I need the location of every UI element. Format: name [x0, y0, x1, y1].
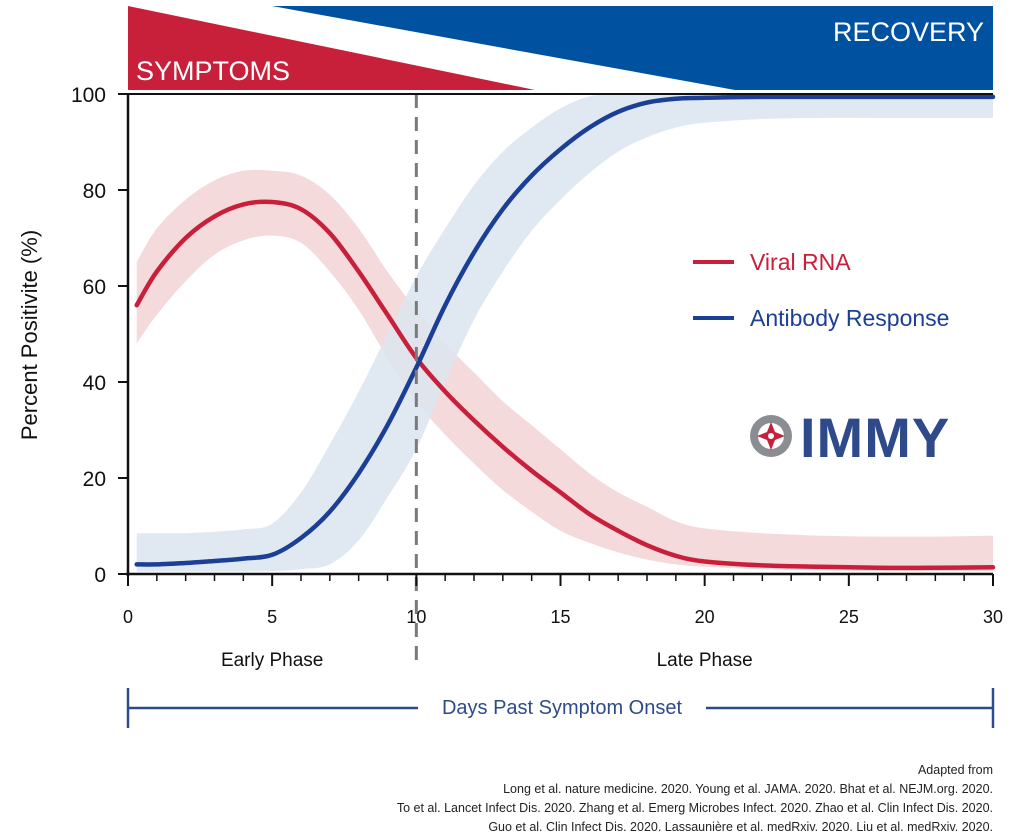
- axes: 0 20 40 60 80 100 0 5 10 15 20 25 30: [71, 84, 1003, 668]
- y-tick-label: 100: [71, 84, 106, 107]
- x-tick-label: 25: [839, 607, 859, 627]
- reference-line: Long et al. nature medicine. 2020. Young…: [503, 782, 993, 796]
- recovery-banner: [272, 6, 993, 90]
- y-tick-label: 80: [83, 180, 106, 203]
- logo-text: IMMY: [800, 406, 951, 469]
- series-line: [134, 94, 996, 567]
- reference-line: Guo et al. Clin Infect Dis. 2020. Lassau…: [488, 820, 993, 834]
- y-axis-label: Percent Positivite (%): [17, 230, 42, 440]
- reference-line: To et al. Lancet Infect Dis. 2020. Zhang…: [396, 801, 993, 815]
- phase-label-early: Early Phase: [221, 650, 323, 671]
- x-tick-label: 10: [406, 607, 426, 627]
- y-tick-label: 40: [83, 372, 106, 395]
- confidence-band: [136, 169, 993, 572]
- series-lines: [134, 94, 996, 571]
- symptoms-banner: [128, 6, 535, 90]
- phase-label-late: Late Phase: [657, 650, 753, 671]
- y-tick-label: 20: [83, 468, 106, 491]
- x-axis-label: Days Past Symptom Onset: [442, 697, 683, 719]
- confidence-bands: [136, 93, 993, 572]
- legend-label-antibody: Antibody Response: [750, 305, 949, 331]
- x-tick-label: 5: [267, 607, 277, 627]
- legend-label-viral-rna: Viral RNA: [750, 249, 851, 275]
- y-tick-label: 0: [94, 564, 106, 587]
- x-tick-label: 0: [123, 607, 133, 627]
- reference-line: Adapted from: [917, 763, 993, 777]
- recovery-label: RECOVERY: [833, 17, 984, 47]
- series-line: [134, 199, 996, 571]
- x-tick-label: 15: [550, 607, 570, 627]
- x-tick-label: 30: [983, 607, 1003, 627]
- symptoms-label: SYMPTOMS: [136, 56, 290, 86]
- y-tick-label: 60: [83, 276, 106, 299]
- confidence-band: [136, 93, 993, 572]
- compass-star-icon: [750, 415, 792, 457]
- x-tick-label: 20: [695, 607, 715, 627]
